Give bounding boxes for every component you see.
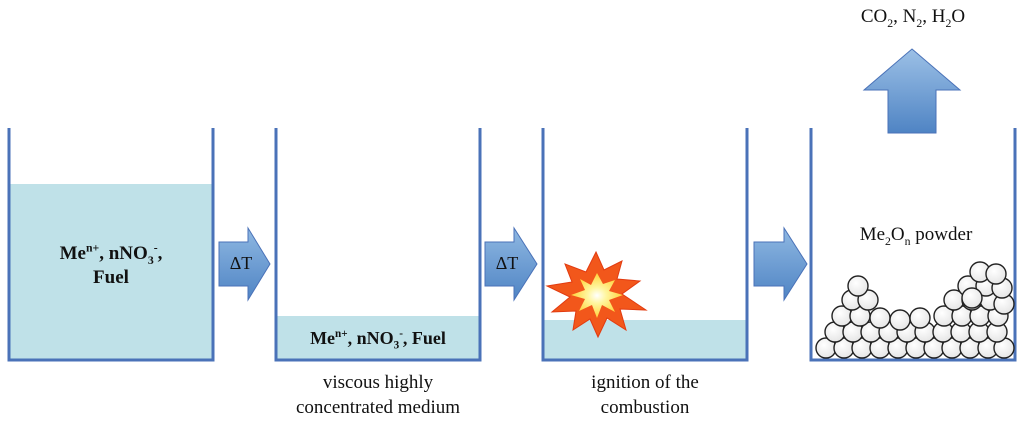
metal-text: Me [859,224,886,245]
heat-arrow-2-label: ΔT [495,253,519,273]
nitrate-text: , nNO [347,328,394,348]
heat-arrow-2 [484,226,538,302]
beaker-3-caption-line1: ignition of the [591,372,699,393]
n2-subscript: 2 [916,16,923,30]
gas-products-label: CO2, N2, H2O [828,6,998,30]
beaker-1-label: Men+, nNO3-, Fuel [9,242,213,290]
nitrate-charge: - [399,328,403,340]
nitrate-subscript: 3 [393,339,400,352]
heat-arrow-1 [218,226,271,302]
explosion-core [571,273,623,318]
oxygen-subscript: n [904,234,911,248]
nitrate-text: , nNO [99,243,148,264]
fuel-text: , Fuel [402,328,446,348]
comma: , [157,243,163,264]
oxygen-text: O [890,224,905,245]
beaker-4-label: Me2On powder [826,224,1006,248]
beaker-2-label: Men+, nNO3-, Fuel [276,328,480,352]
co2-text: CO [860,6,888,27]
beaker-3-caption: ignition of the combustion [543,370,747,420]
nitrate-subscript: 3 [147,253,154,267]
beaker-2-liquid [276,316,480,360]
arrow-3 [753,226,808,302]
powder-particle [985,263,1007,285]
charge-superscript: n+ [335,328,348,340]
powder-particle [909,307,931,329]
separator: , [893,6,903,27]
h2o-o-text: O [951,6,966,27]
oxide-powder-particles [815,261,1015,359]
heat-arrow-1-label: ΔT [229,253,253,273]
beaker-4 [809,128,1017,362]
beaker-4-wall [809,128,1017,362]
metal-ion-text: Me [59,243,86,264]
co2-subscript: 2 [887,16,894,30]
beaker-1 [7,128,215,362]
beaker-3-wall [541,128,749,362]
beaker-1-wall [7,128,215,362]
metal-subscript: 2 [885,234,891,248]
powder-particle [889,309,911,331]
beaker-1-label-line2: Fuel [93,267,129,288]
charge-superscript: n+ [85,241,100,255]
beaker-2 [274,128,482,362]
beaker-2-caption-line2: concentrated medium [295,397,461,418]
powder-particle [847,275,869,297]
beaker-2-wall [274,128,482,362]
gas-release-arrow [862,48,962,134]
beaker-1-label-line1: Men+, nNO3-, [9,242,213,266]
beaker-3 [541,128,749,362]
beaker-3-caption-line2: combustion [600,397,690,418]
powder-text: powder [910,224,973,245]
nitrate-charge: - [153,241,158,255]
h2o-h-text: H [931,6,946,27]
separator: , [922,6,932,27]
n2-text: N [902,6,917,27]
beaker-2-caption: viscous highly concentrated medium [262,370,494,420]
beaker-2-caption-line1: viscous highly [322,372,434,393]
powder-particle [961,287,983,309]
beaker-1-liquid [9,184,213,360]
metal-ion-text: Me [310,328,336,348]
h2o-subscript: 2 [945,16,952,30]
powder-particle [869,307,891,329]
